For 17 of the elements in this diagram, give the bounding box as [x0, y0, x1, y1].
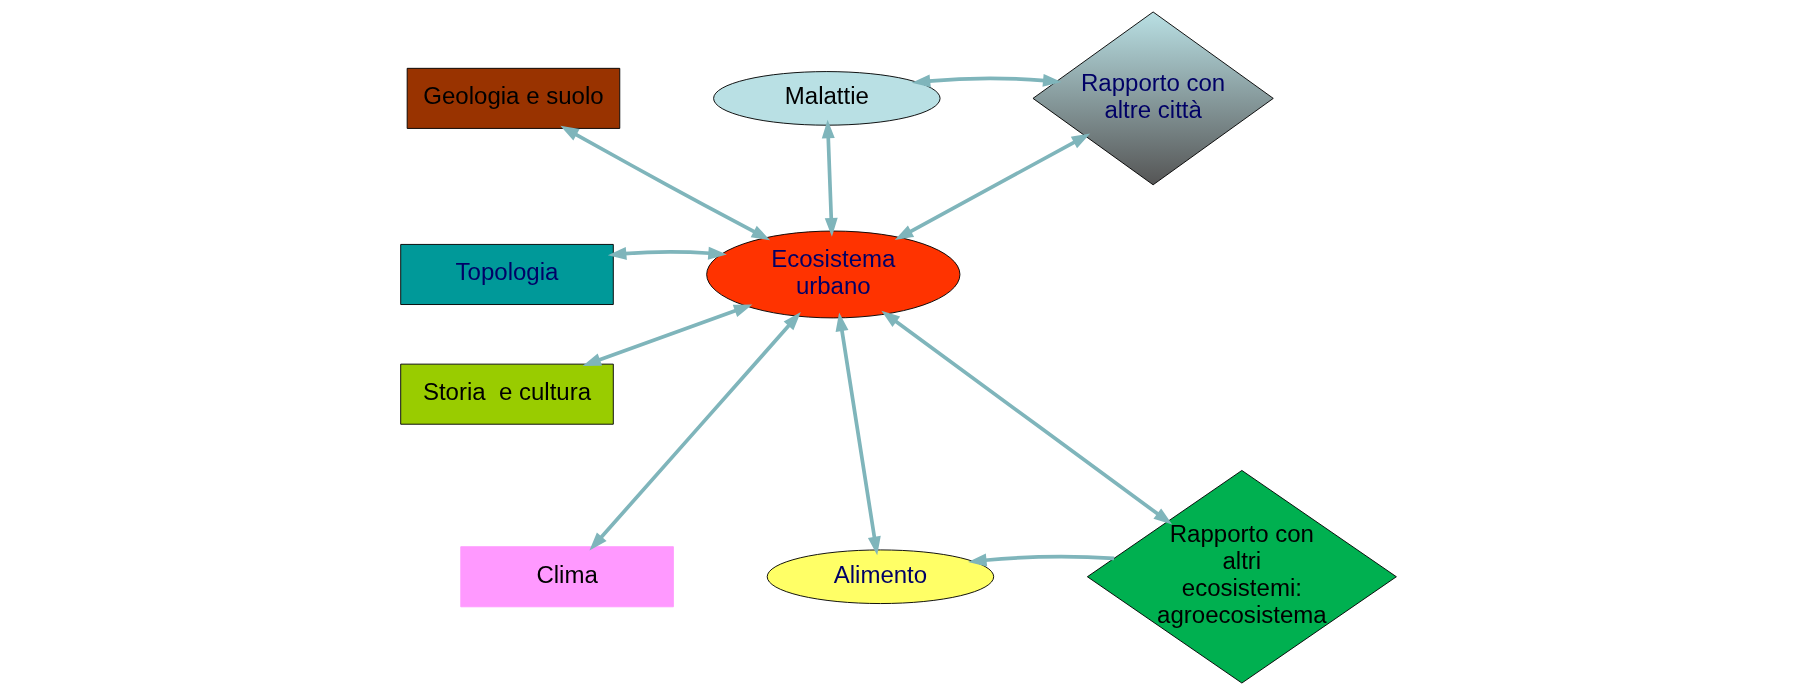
- arrow: [588, 312, 801, 551]
- arrow: [607, 246, 727, 260]
- arrow: [559, 125, 770, 241]
- arrow: [835, 312, 881, 556]
- node-box: Geologia e suolo: [406, 67, 620, 129]
- arrow: [967, 553, 1114, 567]
- node-diamond: Rapporto con altri ecosistemi: agroecosistema: [1086, 470, 1397, 684]
- arrow: [911, 73, 1062, 88]
- arrow: [880, 310, 1172, 525]
- arrow: [894, 133, 1090, 241]
- node-box: Storia e cultura: [399, 363, 614, 425]
- node-box: Clima: [459, 546, 674, 608]
- arrow: [581, 304, 752, 366]
- node-box: Topologia: [399, 243, 614, 305]
- node-ellipse: Alimento: [766, 549, 994, 604]
- arrow: [821, 119, 838, 237]
- node-diamond: Rapporto con altre città: [1032, 11, 1274, 186]
